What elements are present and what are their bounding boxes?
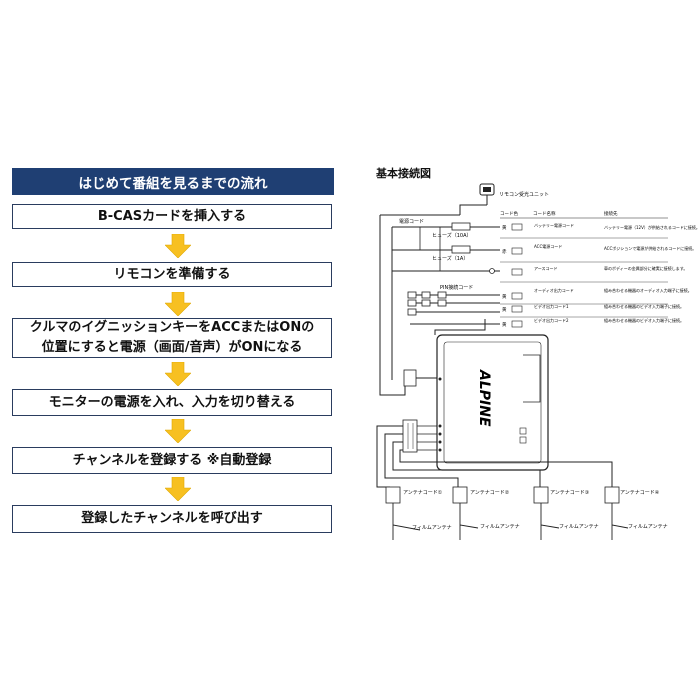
table-header-color: コード色	[500, 210, 518, 217]
film-antenna-label: フィルムアンテナ	[480, 524, 520, 530]
svg-text:組み合わせる機器のビデオ入力端子に接続。: 組み合わせる機器のビデオ入力端子に接続。	[604, 317, 684, 323]
svg-text:オーディオ出力コード: オーディオ出力コード	[534, 287, 574, 293]
tuner-unit: ALPINE	[436, 334, 549, 471]
antenna-cord-4-label: アンテナコード④	[620, 490, 660, 496]
flow-step-5: チャンネルを登録する ※自動登録	[12, 447, 332, 474]
svg-text:ビデオ出力コード2: ビデオ出力コード2	[534, 317, 569, 323]
pin-cord-label: PIN接続コード	[440, 284, 473, 291]
alpine-logo: ALPINE	[476, 369, 492, 427]
flow-step-1: B-CASカードを挿入する	[12, 204, 332, 229]
table-header-name: コード名称	[533, 210, 556, 217]
fuse-10a-label: ヒューズ（10A）	[432, 232, 472, 239]
svg-text:黄: 黄	[502, 293, 507, 300]
antenna-connector-icon	[452, 486, 479, 540]
fuse-icon	[451, 222, 471, 231]
svg-text:車のボディーの金属部分に確実に接続します。: 車のボディーの金属部分に確実に接続します。	[604, 265, 687, 271]
antenna-cord-2-label: アンテナコード②	[470, 490, 510, 496]
flow-step-3: クルマのイグニッションキーをACCまたはONの 位置にすると電源（画面/音声）が…	[12, 318, 332, 358]
svg-text:バッテリー電源（12V）が供給されるコードに接続。: バッテリー電源（12V）が供給されるコードに接続。	[604, 224, 700, 230]
down-arrow-icon	[165, 292, 191, 316]
table-row: 黄 ビデオ出力コード1 組み合わせる機器のビデオ入力端子に接続。	[500, 303, 684, 318]
svg-text:組み合わせる機器のビデオ入力端子に接続。: 組み合わせる機器のビデオ入力端子に接続。	[604, 303, 684, 309]
table-row: アースコード 車のボディーの金属部分に確実に接続します。	[500, 265, 687, 283]
svg-text:黄: 黄	[502, 224, 507, 231]
antenna-cord-1-label: アンテナコード①	[403, 490, 443, 496]
antenna-connector-icon	[533, 486, 560, 540]
table-header-dest: 接続先	[604, 210, 618, 217]
diagram-title: 基本接続図	[376, 167, 431, 180]
power-cord-label: 電源コード	[399, 218, 424, 225]
film-antenna-label: フィルムアンテナ	[628, 524, 668, 530]
flow-header: はじめて番組を見るまでの流れ	[12, 168, 334, 195]
down-arrow-icon	[165, 419, 191, 443]
antenna-cord-3-label: アンテナコード③	[550, 490, 589, 496]
film-antenna-label: フィルムアンテナ	[412, 525, 452, 531]
svg-text:ACCポジションで電源が供給されるコードに接続。: ACCポジションで電源が供給されるコードに接続。	[604, 245, 696, 251]
down-arrow-icon	[165, 234, 191, 258]
fuse-icon	[451, 245, 471, 254]
svg-text:バッテリー電源コード: バッテリー電源コード	[534, 222, 574, 228]
table-row: 黄 オーディオ出力コード 組み合わせる機器のオーディオ入力端子に接続。	[500, 287, 692, 305]
svg-text:黄: 黄	[502, 321, 507, 328]
down-arrow-icon	[165, 477, 191, 501]
flow-step-3-line-2: 位置にすると電源（画面/音声）がONになる	[41, 340, 303, 355]
svg-text:ACC電源コード: ACC電源コード	[534, 243, 562, 249]
rca-connector-icon	[407, 291, 447, 316]
remote-receiver-icon	[479, 183, 495, 205]
table-row: 赤 ACC電源コード ACCポジションで電源が供給されるコードに接続。	[500, 243, 696, 263]
svg-text:赤: 赤	[502, 249, 507, 255]
table-row: 黄 バッテリー電源コード バッテリー電源（12V）が供給されるコードに接続。	[500, 222, 700, 239]
flow-step-2: リモコンを準備する	[12, 262, 332, 287]
flow-step-3-line-1: クルマのイグニッションキーをACCまたはONの	[29, 320, 315, 335]
fuse-1a-label: ヒューズ（1A）	[432, 255, 468, 262]
svg-text:ビデオ出力コード1: ビデオ出力コード1	[534, 303, 569, 309]
table-row: 黄 ビデオ出力コード2 組み合わせる機器のビデオ入力端子に接続。	[502, 317, 684, 328]
svg-text:組み合わせる機器のオーディオ入力端子に接続。: 組み合わせる機器のオーディオ入力端子に接続。	[604, 287, 692, 293]
antenna-connector-icon	[604, 486, 629, 540]
flow-step-4: モニターの電源を入れ、入力を切り替える	[12, 389, 332, 416]
svg-text:アースコード: アースコード	[534, 266, 558, 271]
film-antenna-label: フィルムアンテナ	[559, 524, 599, 530]
flow-step-6: 登録したチャンネルを呼び出す	[12, 505, 332, 533]
svg-text:黄: 黄	[502, 306, 507, 313]
antenna-connector-icon	[385, 486, 421, 540]
down-arrow-icon	[165, 362, 191, 386]
remote-unit-label: リモコン受光ユニット	[499, 191, 549, 198]
